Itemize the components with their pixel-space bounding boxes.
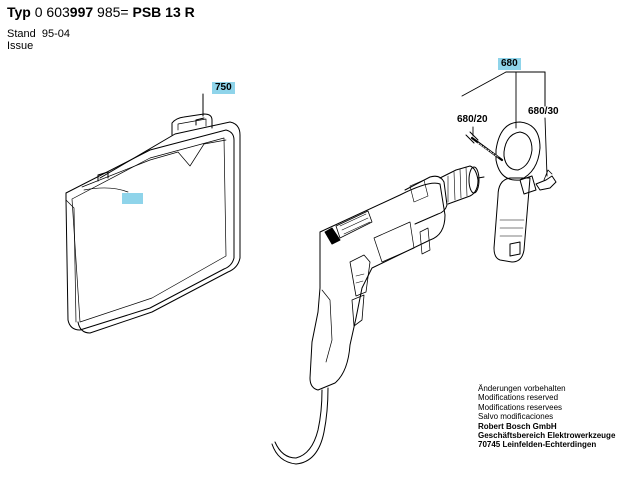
threaded-rod-drawing — [465, 131, 504, 162]
drill-drawing — [271, 165, 485, 465]
stand-value: 95-04 — [41, 28, 71, 40]
model-name: PSB 13 R — [132, 4, 195, 20]
rod-part-label: 680/20 — [457, 114, 488, 125]
footer-line: Änderungen vorbehalten — [478, 384, 566, 393]
footer-notes: Änderungen vorbehalten Modifications res… — [478, 384, 615, 450]
footer-line: Salvo modificaciones — [478, 412, 554, 422]
carrying-case-drawing — [65, 113, 241, 334]
issue-label: Issue — [7, 40, 34, 52]
case-part-tag: 750 — [212, 82, 235, 94]
footer-line: Modifications reserved — [478, 393, 559, 403]
stand-line: Stand 95-04 — [7, 28, 70, 40]
company-division: Geschäftsbereich Elektrowerkzeuge — [478, 431, 616, 441]
company-name: Robert Bosch GmbH — [478, 421, 557, 431]
company-address: 70745 Leinfelden-Echterdingen — [478, 440, 597, 450]
handle-part-tag: 680 — [498, 58, 521, 70]
part-prefix: 0 603 — [34, 4, 70, 20]
handle-leader-lines — [461, 71, 548, 177]
footer-line: Modifications reservees — [478, 402, 563, 412]
part-bold: 997 — [69, 4, 94, 20]
stand-label: Stand — [7, 28, 36, 40]
equals-sign: = — [120, 4, 129, 20]
auxiliary-handle-drawing — [493, 121, 557, 263]
typ-label: Typ — [7, 4, 31, 20]
wing-nut-part-label: 680/30 — [528, 106, 559, 117]
part-suffix: 985 — [97, 4, 121, 20]
case-highlight — [122, 193, 143, 204]
part-number-title: Typ 0 603997 985= PSB 13 R — [7, 4, 195, 21]
